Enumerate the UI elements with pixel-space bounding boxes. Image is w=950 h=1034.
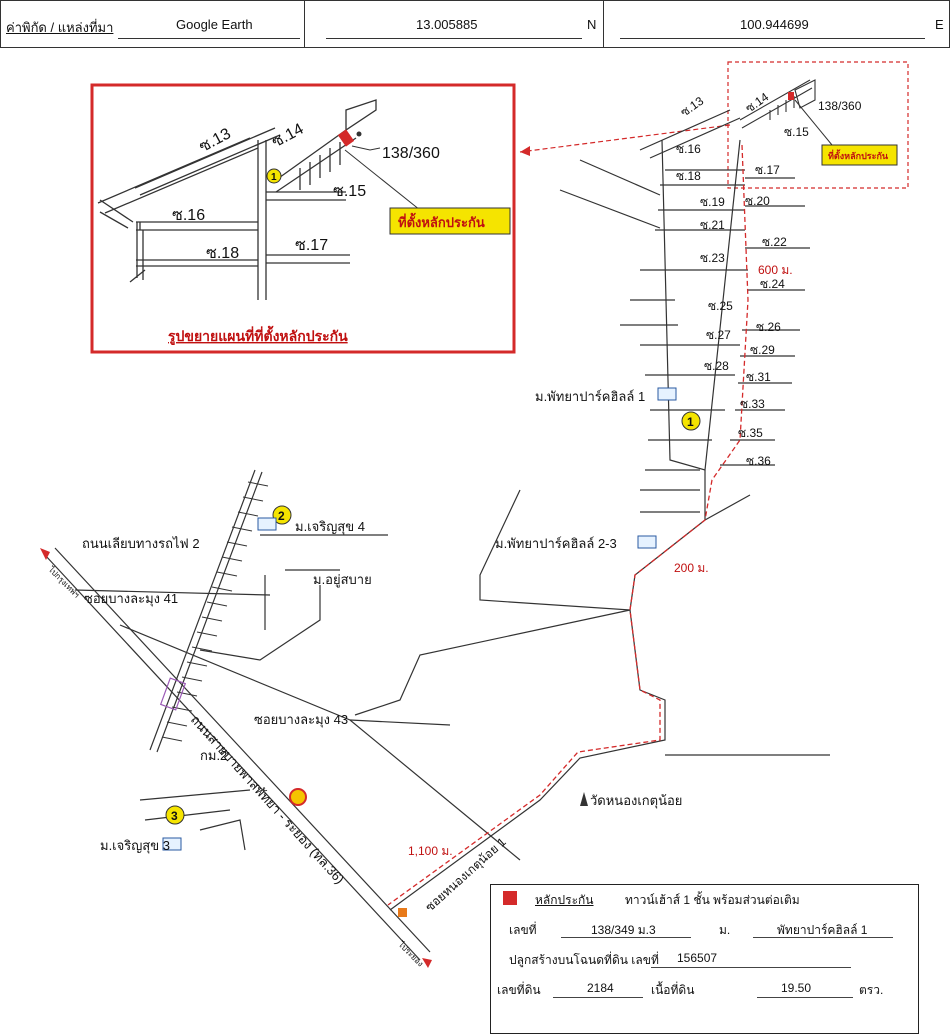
soi-bangla-41: ซอยบางละมุง 41 [84,591,178,607]
svg-text:3: 3 [171,809,178,823]
header-lon-unit: E [935,17,944,32]
inset-road-16: ซ.16 [172,207,205,224]
soi-21: ซ.21 [700,218,725,232]
village-parkhill-2-3: ม.พัทยาปาร์คฮิลล์ 2-3 [495,536,617,551]
inset-road-18: ซ.18 [206,245,239,262]
temple-label: วัดหนองเกตุน้อย [590,793,682,809]
inset-road-13: ซ.13 [196,125,233,156]
inset-road-15: ซ.15 [333,183,366,200]
village-parkhill-1: ม.พัทยาปาร์คฮิลล์ 1 [535,389,645,404]
seven-eleven-icon [398,908,407,917]
mini-road-14: ซ.14 [743,90,772,116]
village-yoosabai: ม.อยู่สบาย [313,572,372,588]
legend-type: ทาวน์เฮ้าส์ 1 ชั้น พร้อมส่วนต่อเติม [625,893,800,907]
soi-18: ซ.18 [676,169,701,183]
mini-callout: ที่ตั้งหลักประกัน [828,149,889,161]
legend-area-value: 19.50 [781,981,812,995]
soi-31: ซ.31 [746,370,771,384]
house-icon [257,517,277,531]
header-lat: 13.005885 [416,17,478,32]
legend-deed-value: 156507 [677,951,718,965]
inset-callout-box [389,207,511,235]
mini-road-13: ซ.13 [678,94,707,120]
inset-roads [97,99,377,300]
soi-19: ซ.19 [700,195,725,209]
main-road-label: ถนนสายบายพาสพัทยา - ระยอง (ทล.36) [188,712,347,887]
soi-25: ซ.25 [708,299,733,313]
mini-plot-label: 138/360 [818,99,862,113]
inset-frame [90,83,516,354]
soi-27: ซ.27 [706,328,731,342]
inset-collateral-plot [337,129,355,147]
village-charoensuk-4: ม.เจริญสุข 4 [295,519,365,535]
legend-deed-label: ปลูกสร้างบนโฉนดที่ดิน เลขที่ [509,953,659,967]
soi-26: ซ.26 [756,320,781,334]
svg-text:1: 1 [687,415,694,429]
legend-title: หลักประกัน [535,893,594,907]
collateral-square-icon [503,891,517,905]
soi-17: ซ.17 [755,163,780,177]
route-dashed [387,144,749,906]
svg-text:1: 1 [271,172,277,183]
legend-area-label: เนื้อที่ดิน [651,983,695,997]
soi-24: ซ.24 [760,277,785,291]
header-lon: 100.944699 [740,17,809,32]
header-lat-unit: N [587,17,597,32]
mini-road-15: ซ.15 [784,125,809,139]
mini-inset-plot [788,92,794,100]
distance-600: 600 ม. [758,263,793,277]
house-icon [162,837,182,851]
legend-land-no-label: เลขที่ดิน [497,983,541,997]
soi-16: ซ.16 [676,142,701,156]
shell-icon [289,788,307,806]
inset-caption: รูปขยายแผนที่ที่ตั้งหลักประกัน [168,325,348,345]
main-roads [44,109,830,961]
soi-35: ซ.35 [738,426,763,440]
inset-marker-1 [266,168,282,184]
header-source: Google Earth [176,17,253,32]
km2-label: กม.2 [200,748,227,763]
inset-road-17: ซ.17 [295,237,328,254]
legend-moo-value: พัทยาปาร์คฮิลล์ 1 [777,923,868,937]
distance-200: 200 ม. [674,561,709,575]
legend-moo-label: ม. [719,923,731,937]
soi-29: ซ.29 [750,343,775,357]
inset-callout: ที่ตั้งหลักประกัน [398,212,485,230]
rail-road-label: ถนนเลียบทางรถไฟ 2 [82,536,200,551]
marker-2 [272,505,292,525]
collateral-legend: หลักประกัน ทาวน์เฮ้าส์ 1 ชั้น พร้อมส่วนต… [490,884,919,1034]
railway [161,481,269,742]
soi-33: ซ.33 [740,397,765,411]
soi-bangla-43: ซอยบางละมุง 43 [254,712,348,728]
house-icon [657,387,677,401]
soi-28: ซ.28 [704,359,729,373]
soi-36: ซ.36 [746,454,771,468]
mini-inset-frame [727,61,909,189]
header-label: ค่าพิกัด / แหล่งที่มา [6,20,114,35]
soi-23: ซ.23 [700,251,725,265]
marker-1 [681,411,701,431]
house-icon [637,535,657,549]
legend-area-unit: ตรว. [859,983,884,997]
legend-land-no-value: 2184 [587,981,614,995]
marker-3 [165,805,185,825]
to-rayong: ไประยอง [396,939,425,968]
legend-no-label: เลขที่ [509,923,537,937]
temple-icon [580,792,588,806]
soi-22: ซ.22 [762,235,787,249]
village-charoensuk-3: ม.เจริญสุข 3 [100,838,170,854]
distance-1100: 1,100 ม. [408,844,453,858]
inset-pointer [519,124,731,153]
inset-road-14: ซ.14 [269,121,306,152]
mini-callout-box [821,144,898,166]
inset-plot-label: 138/360 [382,145,440,162]
svg-text:2: 2 [278,509,285,523]
soi-20: ซ.20 [745,194,770,208]
legend-no-value: 138/349 ม.3 [591,923,656,937]
